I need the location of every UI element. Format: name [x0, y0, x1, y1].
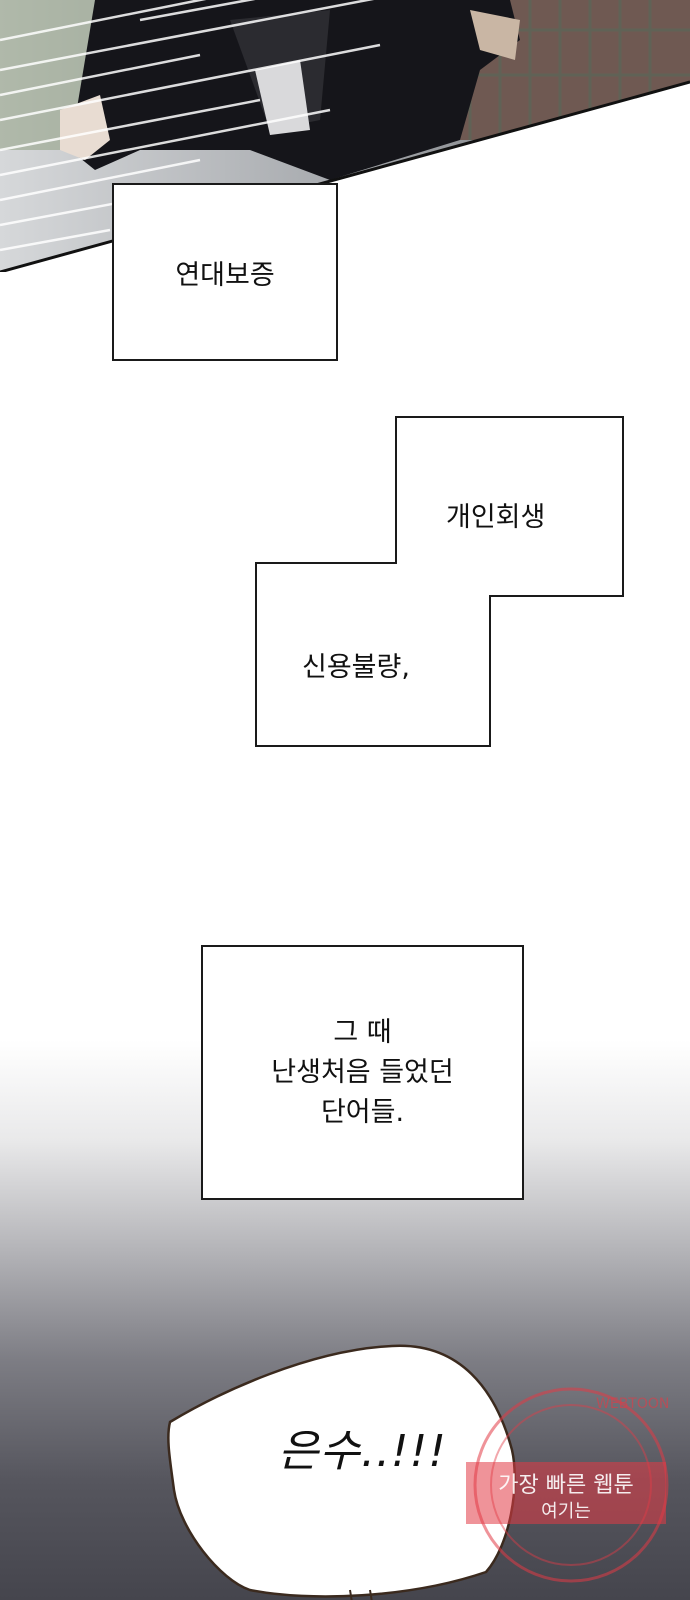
caption-line-1: 그 때 — [333, 1016, 392, 1048]
motion-scene-panel — [0, 0, 690, 272]
caption-text-recovery: 개인회생 — [446, 502, 546, 533]
watermark-line2: 여기는 — [541, 1501, 591, 1522]
watermark-line1: 가장 빠른 웹툰 — [498, 1473, 633, 1498]
caption-line-2: 난생처음 들었던 — [271, 1056, 454, 1088]
caption-box-guarantee: 연대보증 — [112, 183, 338, 361]
caption-box-words: 그 때 난생처음 들었던 단어들. — [201, 945, 524, 1200]
watermark-stamp-icon: WEBTOON 가장 빠른 웹툰 여기는 — [466, 1387, 669, 1583]
speech-bubble — [167, 1344, 516, 1600]
caption-text-bad-credit: 신용불량, — [302, 652, 410, 683]
speech-text: 은수..!!! — [278, 1426, 447, 1477]
caption-line-3: 단어들. — [320, 1096, 405, 1128]
caption-box-step — [255, 416, 624, 747]
caption-text: 연대보증 — [175, 259, 275, 291]
watermark-ring-text: WEBTOON — [596, 1396, 669, 1412]
